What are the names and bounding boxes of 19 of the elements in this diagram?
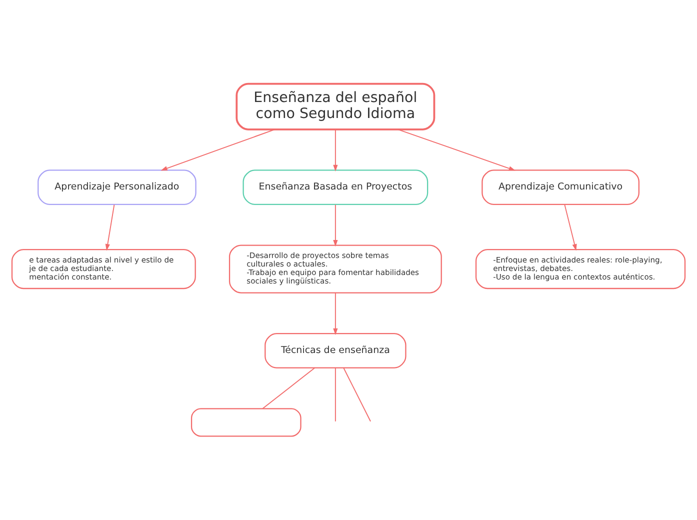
arrow xyxy=(397,128,516,171)
node-box: -Desarrollo de proyectos sobre temas culturales o actuales. -Trabajo en equipo para fomentar habilidades sociales y lingüísticas. xyxy=(228,244,442,294)
node-box: e tareas adaptadas al nivel y estilo de je de cada estudiante. mentación constante. xyxy=(11,248,196,290)
arrow xyxy=(333,129,338,172)
node-box xyxy=(190,408,302,437)
arrow xyxy=(105,204,115,251)
arrow xyxy=(333,292,338,335)
node-box: Enseñanza del español como Segundo Idioma xyxy=(236,82,436,130)
node-box: Aprendizaje Comunicativo xyxy=(482,170,640,205)
node-box: Aprendizaje Personalizado xyxy=(38,170,196,205)
arrow xyxy=(160,128,276,171)
connector xyxy=(334,367,336,422)
node-box: Enseñanza Basada en Proyectos xyxy=(242,170,428,205)
arrow xyxy=(564,204,577,251)
connector xyxy=(343,367,372,422)
connector xyxy=(262,367,316,410)
node-box: Técnicas de enseñanza xyxy=(264,333,406,368)
arrow xyxy=(333,204,338,247)
node-box: -Enfoque en actividades reales: role-playing, entrevistas, debates. -Uso de la lengua en contextos auténticos. xyxy=(475,248,686,290)
